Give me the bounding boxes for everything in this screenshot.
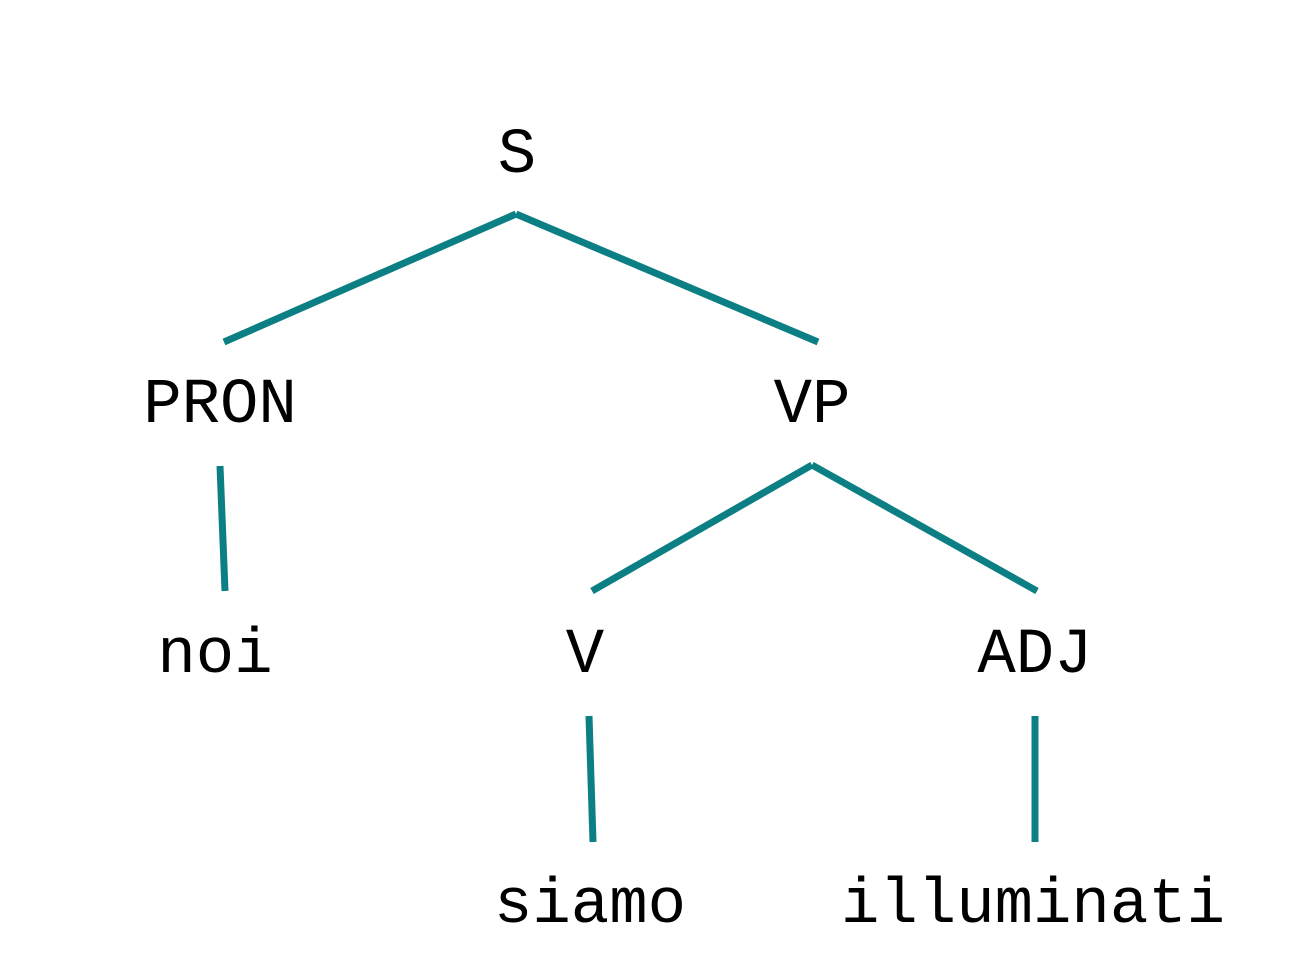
edge-s-pron: [222, 210, 518, 346]
node-v: V: [566, 620, 605, 692]
edge-s-vp: [514, 210, 820, 346]
tree-labels: S PRON VP noi V ADJ siamo illuminati: [143, 120, 1225, 942]
edge-vp-adj: [810, 461, 1039, 595]
node-noi: noi: [157, 620, 272, 692]
node-pron: PRON: [143, 370, 297, 442]
edge-v-siamo: [585, 715, 597, 843]
edge-pron-noi: [216, 465, 229, 592]
node-vp: VP: [774, 370, 851, 442]
node-adj: ADJ: [977, 620, 1092, 692]
node-s: S: [498, 120, 536, 192]
edge-vp-v: [590, 461, 814, 595]
node-siamo: siamo: [494, 870, 686, 942]
node-illuminati: illuminati: [841, 870, 1225, 942]
tree-edges: [216, 210, 1039, 843]
